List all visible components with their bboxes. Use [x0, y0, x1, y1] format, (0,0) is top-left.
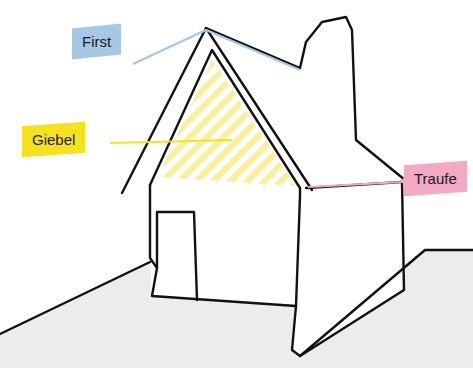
ridge-leader: [133, 30, 300, 70]
side-wall: [292, 182, 404, 356]
door: [157, 212, 197, 300]
ridge-chimney: [206, 17, 405, 180]
gable-leader: [110, 140, 232, 143]
ridge-label: First: [72, 26, 121, 57]
front-wall: [150, 185, 296, 306]
part-name: Traufe: [414, 170, 457, 187]
part-name: Giebel: [32, 131, 75, 148]
eave-label: Traufe: [404, 163, 467, 194]
gable-label: Giebel: [22, 124, 85, 155]
part-name: First: [82, 33, 111, 50]
gable-edge: [150, 50, 300, 188]
eave-leader: [308, 176, 406, 187]
house-body: [122, 17, 405, 356]
roof-edge: [122, 28, 312, 193]
ground-line: [0, 262, 150, 334]
